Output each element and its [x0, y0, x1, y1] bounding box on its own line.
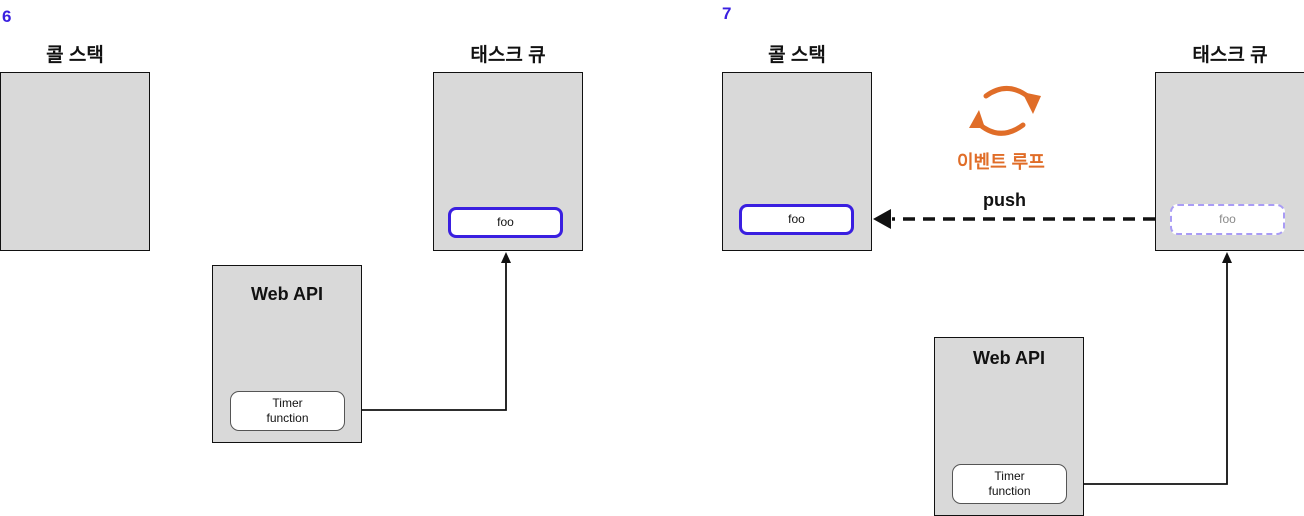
event-loop-label: 이벤트 루프: [957, 152, 1045, 172]
timer-function-item: Timer function: [952, 464, 1067, 504]
call-stack-title: 콜 스택: [768, 45, 826, 66]
task-queue-item-foo-ghost: foo: [1170, 204, 1285, 235]
task-queue-item-foo: foo: [448, 207, 563, 238]
timer-function-item: Timer function: [230, 391, 345, 431]
task-queue-title: 태스크 큐: [470, 45, 546, 66]
web-api-title: Web API: [972, 348, 1045, 368]
step-number-6: 6: [2, 7, 12, 26]
step-number-7: 7: [722, 4, 732, 23]
call-stack-item-foo: foo: [739, 204, 854, 235]
call-stack-title: 콜 스택: [46, 45, 104, 66]
task-queue-title: 태스크 큐: [1192, 45, 1268, 66]
call-stack-box: [0, 72, 150, 251]
push-label: push: [983, 190, 1026, 210]
web-api-title: Web API: [250, 284, 323, 304]
